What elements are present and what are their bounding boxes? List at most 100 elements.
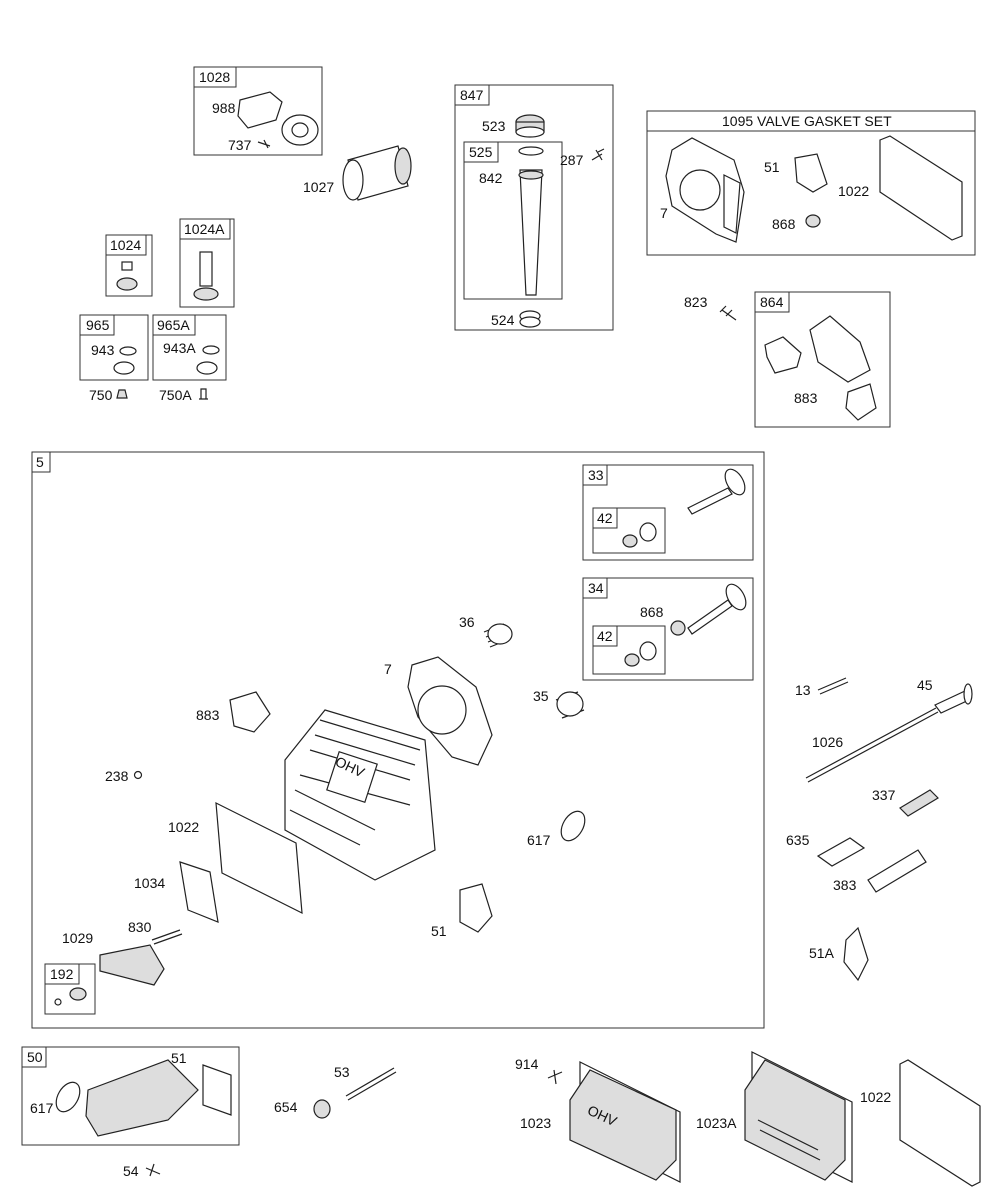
valve-33-part — [687, 487, 733, 515]
kit-864-number: 864 — [760, 294, 784, 310]
kit-34: 34 868 42 — [582, 577, 754, 681]
label-1022: 1022 — [168, 819, 199, 835]
label-883: 883 — [196, 707, 220, 723]
screw-737-part — [257, 139, 271, 149]
kit-1028-number: 1028 — [199, 69, 230, 85]
grommet-524-part — [519, 310, 541, 328]
label-654: 654 — [274, 1099, 298, 1115]
kit-192-number: 192 — [50, 966, 74, 982]
stud-53-part — [345, 1067, 397, 1101]
spark-plug-337-part — [899, 789, 939, 817]
dipstick-tube-842-part — [518, 146, 544, 296]
fitting-192-part — [69, 987, 87, 1001]
kit-965-number: 965 — [86, 317, 110, 333]
plug-750a-part — [199, 388, 208, 400]
label-35: 35 — [533, 688, 549, 704]
label-868-set: 868 — [772, 216, 796, 232]
label-943a: 943A — [163, 340, 196, 356]
label-1023: 1023 — [520, 1115, 551, 1131]
kit-525-number: 525 — [469, 144, 493, 160]
kit-847-number: 847 — [460, 87, 484, 103]
label-51-50: 51 — [171, 1050, 187, 1066]
tappet-45-part — [934, 683, 973, 714]
deflector-1029-part — [99, 944, 165, 986]
label-883-864: 883 — [794, 390, 818, 406]
label-1027: 1027 — [303, 179, 334, 195]
label-617: 617 — [527, 832, 551, 848]
label-1034: 1034 — [134, 875, 165, 891]
label-617-50: 617 — [30, 1100, 54, 1116]
valve-1024-part — [116, 261, 138, 291]
oil-filter-adapter-part — [237, 91, 319, 146]
kit-864: 864 883 — [754, 291, 891, 428]
oring-617-part — [560, 810, 586, 842]
retainer-42-b-part — [639, 641, 657, 661]
label-1029: 1029 — [62, 930, 93, 946]
kit-50-number: 50 — [27, 1049, 43, 1065]
keeper-42-b-part — [624, 653, 640, 667]
plug-750-part — [116, 389, 128, 399]
label-830: 830 — [128, 919, 152, 935]
breather-1034-part — [179, 861, 219, 923]
valve-34-part — [687, 599, 733, 635]
kit-50: 50 617 51 — [21, 1046, 240, 1146]
spring-35-part — [555, 691, 585, 719]
kit-42-a-number: 42 — [597, 510, 613, 526]
valve-cover-1023-part: OHV — [569, 1061, 681, 1183]
label-1026: 1026 — [812, 734, 843, 750]
gasket-883-part — [845, 383, 877, 421]
screw-914-part — [547, 1069, 563, 1085]
retainer-42-a-part — [639, 522, 657, 542]
label-914: 914 — [515, 1056, 539, 1072]
label-1022-set: 1022 — [838, 183, 869, 199]
label-635: 635 — [786, 832, 810, 848]
label-51-set: 51 — [764, 159, 780, 175]
oring-617-50-part — [55, 1081, 81, 1113]
kit-33: 33 42 — [582, 464, 754, 561]
screw-287-part — [591, 148, 605, 161]
label-7: 7 — [384, 661, 392, 677]
screw-54-part — [145, 1163, 161, 1177]
disc-965-part — [113, 361, 135, 375]
label-51a: 51A — [809, 945, 835, 961]
label-868-34: 868 — [640, 604, 664, 620]
kit-5-cylinder-head: 5 33 42 34 868 42 36 — [31, 451, 765, 1029]
label-943: 943 — [91, 342, 115, 358]
valve-cover-1023a-part — [744, 1051, 853, 1183]
kit-192: 192 — [44, 963, 96, 1015]
kit-34-number: 34 — [588, 580, 604, 596]
label-45: 45 — [917, 677, 933, 693]
gasket-51-part — [459, 883, 493, 933]
disc-965a-part — [196, 361, 218, 375]
head-gasket-7-part — [665, 137, 745, 243]
label-1022-b: 1022 — [860, 1089, 891, 1105]
label-53: 53 — [334, 1064, 350, 1080]
label-823: 823 — [684, 294, 708, 310]
oring-943a-part — [202, 345, 220, 355]
plug-238-part — [133, 770, 143, 780]
valve-seal-868-set-part — [805, 214, 821, 228]
label-238: 238 — [105, 768, 129, 784]
cover-gasket-1022-set-part — [879, 135, 963, 241]
keeper-42-a-part — [622, 534, 638, 548]
gasket-864-part — [764, 336, 802, 374]
oring-943-part — [119, 346, 137, 356]
label-988: 988 — [212, 100, 236, 116]
spacer-864-part — [809, 315, 871, 383]
label-842: 842 — [479, 170, 503, 186]
head-gasket-7-part — [407, 656, 493, 766]
label-750a: 750A — [159, 387, 192, 403]
label-7-set: 7 — [660, 205, 668, 221]
clip-383-part — [867, 849, 927, 893]
kit-847: 847 523 525 842 524 — [454, 84, 614, 331]
push-rod-1026-part — [805, 707, 939, 783]
screw-823-part — [719, 305, 737, 321]
kit-1024a: 1024A — [179, 218, 235, 308]
kit-1024: 1024 — [105, 234, 153, 297]
kit-1095-title: 1095 VALVE GASKET SET — [722, 113, 892, 129]
label-13: 13 — [795, 682, 811, 698]
gasket-51-set-part — [794, 153, 828, 193]
gasket-51a-part — [843, 926, 869, 982]
kit-1028: 1028 988 737 — [193, 66, 323, 156]
